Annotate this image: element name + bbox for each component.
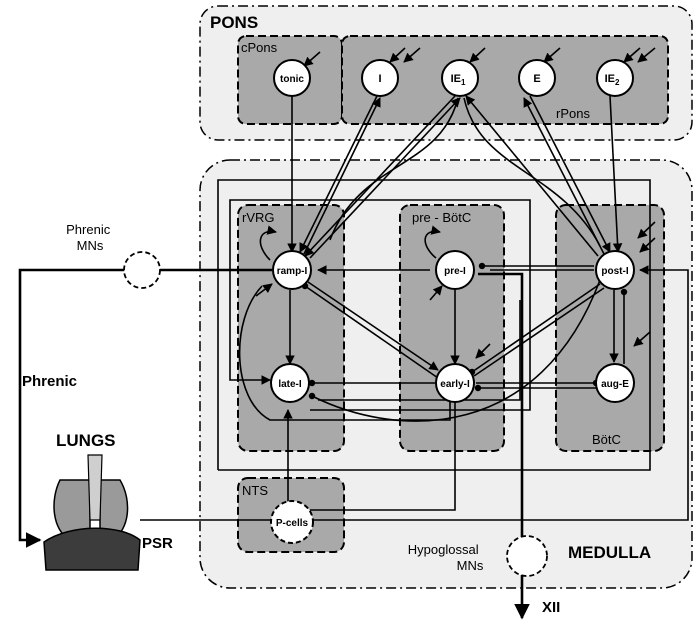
p-cells-label: P-cells <box>276 518 309 529</box>
botc-label: BötC <box>592 432 621 447</box>
hypoglossal-mns-line2: MNs <box>457 558 484 573</box>
rvrg-label: rVRG <box>242 210 275 225</box>
hypoglossal-mns-circle <box>507 536 547 576</box>
e-label: E <box>533 73 540 85</box>
phrenic-mns-label: Phrenic MNs <box>66 222 114 253</box>
pons-label: PONS <box>210 13 258 32</box>
post-i-label: post-I <box>601 266 628 277</box>
neuron-tonic: tonic <box>274 60 310 96</box>
neuron-e: E <box>519 60 555 96</box>
medulla-label: MEDULLA <box>568 543 651 562</box>
lungs-icon <box>44 455 140 570</box>
phrenic-label: Phrenic <box>22 373 77 390</box>
phrenic-mns-circle <box>124 252 160 288</box>
xii-label: XII <box>542 599 560 616</box>
neuron-late-i: late-I <box>271 364 309 402</box>
phrenic-mns-line1: Phrenic <box>66 222 111 237</box>
ie1-label: IE <box>451 73 461 85</box>
neuron-p-cells: P-cells <box>271 501 313 543</box>
neuron-ie1: IE1 <box>442 60 478 96</box>
phrenic-mns-line2: MNs <box>77 238 104 253</box>
neuron-ie2: IE2 <box>597 60 633 96</box>
neuron-pre-i: pre-I <box>436 251 474 289</box>
ramp-i-label: ramp-I <box>277 266 308 277</box>
ie1-subscript: 1 <box>461 78 466 87</box>
psr-label: PSR <box>142 535 173 552</box>
nts-label: NTS <box>242 483 268 498</box>
ie2-subscript: 2 <box>615 78 620 87</box>
hypoglossal-mns-line1: Hypoglossal <box>408 542 479 557</box>
lungs-label: LUNGS <box>56 431 116 450</box>
cpons-label: cPons <box>241 40 278 55</box>
ie2-label: IE <box>605 73 615 85</box>
tonic-label: tonic <box>280 74 304 85</box>
neuron-ramp-i: ramp-I <box>273 251 311 289</box>
pre-i-label: pre-I <box>444 266 466 277</box>
i-label: I <box>378 73 381 85</box>
neuron-early-i: early-I <box>436 364 474 402</box>
late-i-label: late-I <box>278 379 302 390</box>
aug-e-label: aug-E <box>601 379 629 390</box>
prebotc-region <box>400 205 504 451</box>
early-i-label: early-I <box>440 379 470 390</box>
botc-region <box>556 205 664 451</box>
rvrg-region <box>238 205 344 451</box>
neuron-post-i: post-I <box>596 251 634 289</box>
neuron-i: I <box>362 60 398 96</box>
neuron-aug-e: aug-E <box>596 364 634 402</box>
prebotc-label: pre - BötC <box>412 210 471 225</box>
rpons-label: rPons <box>556 106 590 121</box>
